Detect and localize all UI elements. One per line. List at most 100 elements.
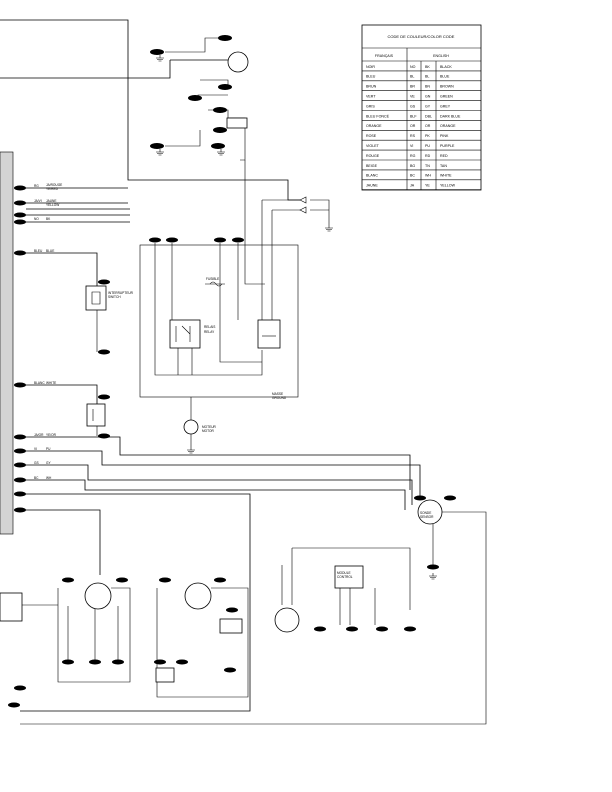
svg-text:BLUE: BLUE: [46, 249, 54, 253]
svg-text:YELLOW: YELLOW: [46, 203, 59, 207]
bottom-left-module: [0, 592, 23, 622]
central-relay: [169, 319, 201, 349]
central-module: [257, 319, 281, 349]
legend-en-code: GY: [425, 104, 431, 108]
svg-text:JA/OR: JA/OR: [34, 433, 44, 437]
legend-en-code: GN: [425, 95, 431, 99]
legend-fr-name: BRUN: [366, 85, 377, 89]
legend-en-name: GREEN: [440, 95, 453, 99]
motor-icon: [183, 397, 199, 447]
svg-text:RELAY: RELAY: [204, 330, 215, 334]
legend-en-code: OR: [425, 124, 431, 128]
svg-text:MASSE: MASSE: [272, 392, 283, 396]
bottom-sensor-2: [154, 577, 249, 698]
legend-fr-code: VE: [410, 95, 415, 99]
legend-fr-code: NO: [410, 65, 416, 69]
left-relay-1: [85, 285, 107, 311]
svg-text:SONDE: SONDE: [420, 511, 431, 515]
legend-en-name: BROWN: [440, 85, 454, 89]
legend-en-code: DBL: [425, 114, 432, 118]
legend-fr-name: ROSE: [366, 134, 377, 138]
legend-en-name: BLACK: [440, 65, 452, 69]
control-enclosure: [139, 244, 299, 398]
legend-en-code: YE: [425, 184, 430, 188]
legend-en-code: TN: [425, 164, 430, 168]
legend-fr-name: BLEU: [366, 75, 376, 79]
svg-text:MOTOR: MOTOR: [202, 429, 215, 433]
legend-en-name: WHITE: [440, 174, 452, 178]
svg-text:BK: BK: [46, 217, 51, 221]
svg-text:YE/OR: YE/OR: [46, 433, 57, 437]
legend-fr-code: VI: [410, 144, 413, 148]
legend-fr-code: GS: [410, 104, 416, 108]
legend-title: CODE DE COULEUR/COLOR CODE: [388, 34, 455, 39]
bottom-right-module: [274, 547, 416, 633]
legend-fr-name: ROUGE: [366, 154, 380, 158]
legend-en-name: GREY: [440, 104, 451, 108]
legend-fr-name: BLEU FONCÉ: [366, 113, 390, 118]
legend-fr-code: RG: [410, 154, 416, 158]
legend-fr-code: BR: [410, 85, 415, 89]
legend-en-name: TAN: [440, 164, 447, 168]
top-sensor: [150, 35, 249, 149]
legend-fr-code: BG: [410, 164, 415, 168]
legend-en-name: RED: [440, 154, 448, 158]
svg-text:WH: WH: [46, 476, 52, 480]
svg-text:JA/VI: JA/VI: [34, 199, 42, 203]
ground-icon: [156, 55, 437, 580]
legend-header-fr: FRANÇAIS: [375, 54, 394, 58]
svg-text:RG: RG: [34, 184, 39, 188]
legend-fr-code: BLF: [410, 114, 417, 118]
svg-text:PU: PU: [46, 447, 51, 451]
legend-en-code: BK: [425, 65, 430, 69]
legend-en-code: BL: [425, 75, 429, 79]
legend-fr-name: NOIR: [366, 65, 375, 69]
svg-text:CONTROL: CONTROL: [337, 575, 353, 579]
bottom-sensor-1: [57, 577, 131, 683]
svg-text:NO: NO: [34, 217, 39, 221]
svg-text:GROUND: GROUND: [272, 396, 287, 400]
legend-fr-code: OR: [410, 124, 416, 128]
legend-en-name: YELLOW: [440, 184, 456, 188]
legend-fr-code: BL: [410, 75, 414, 79]
component-labels: RELAIS RELAY MOTEUR MOTOR FUSIBLE INTERR…: [108, 277, 434, 579]
svg-text:FUSIBLE: FUSIBLE: [206, 277, 219, 281]
legend-en-name: PURPLE: [440, 144, 455, 148]
legend-en-code: PK: [425, 134, 430, 138]
svg-text:WHITE: WHITE: [46, 381, 56, 385]
svg-text:INTERRUPTEUR: INTERRUPTEUR: [108, 291, 134, 295]
right-connector-pair: [299, 196, 330, 225]
svg-text:BC: BC: [34, 476, 39, 480]
svg-text:YE/RED: YE/RED: [46, 187, 59, 191]
right-sensor: [20, 495, 487, 725]
legend-en-code: RD: [425, 154, 431, 158]
legend-fr-code: BC: [410, 174, 415, 178]
legend-fr-name: ORANGE: [366, 124, 382, 128]
legend-fr-code: RS: [410, 134, 416, 138]
legend-fr-name: BEIGE: [366, 164, 378, 168]
main-harness-connector: [0, 151, 14, 535]
svg-text:BLEU: BLEU: [34, 249, 43, 253]
wire-labels: RG JA/ROUGE YE/RED JA/VI JAUNE YELLOW NO…: [34, 183, 62, 480]
left-relay-2: [86, 403, 106, 427]
svg-text:JA/ROUGE: JA/ROUGE: [46, 183, 62, 187]
legend-en-name: BLUE: [440, 75, 450, 79]
svg-text:MOTEUR: MOTEUR: [202, 425, 217, 429]
svg-text:VI: VI: [34, 447, 37, 451]
svg-text:JAUNE: JAUNE: [46, 199, 56, 203]
legend-header-en: ENGLISH: [433, 54, 449, 58]
svg-text:BLANC: BLANC: [34, 381, 45, 385]
legend-en-name: ORANGE: [440, 124, 456, 128]
legend-fr-name: VIOLET: [366, 144, 380, 148]
color-code-legend: CODE DE COULEUR/COLOR CODE FRANÇAIS ENGL…: [361, 24, 482, 191]
legend-fr-name: JAUNE: [366, 184, 378, 188]
legend-fr-code: JA: [410, 184, 415, 188]
legend-en-code: BN: [425, 85, 430, 89]
svg-text:SENSOR: SENSOR: [420, 515, 434, 519]
svg-text:GS: GS: [34, 461, 39, 465]
legend-en-name: DARK BLUE: [440, 114, 461, 118]
legend-fr-name: BLANC: [366, 174, 378, 178]
legend-en-code: PU: [425, 144, 430, 148]
harness-pins: [8, 185, 26, 708]
